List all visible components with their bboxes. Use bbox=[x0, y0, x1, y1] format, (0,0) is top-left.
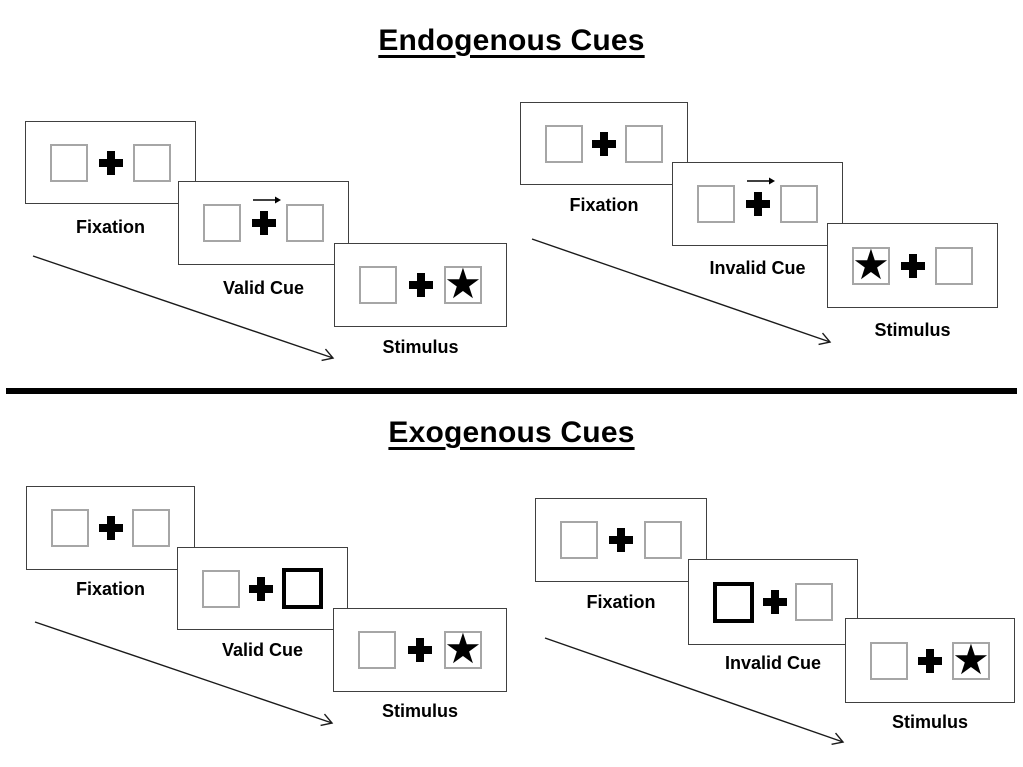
frame-label: Valid Cue bbox=[221, 640, 304, 660]
fixation-panel bbox=[26, 486, 195, 570]
star-icon: ★ bbox=[952, 634, 990, 684]
fixation-cross-icon bbox=[98, 516, 123, 540]
right-box bbox=[935, 246, 973, 285]
cue-panel bbox=[672, 162, 843, 246]
fixation-cross-icon bbox=[918, 648, 942, 673]
right-box: ★ bbox=[952, 634, 990, 684]
fixation-panel bbox=[520, 102, 688, 185]
fixation-cross-icon bbox=[408, 638, 432, 662]
frame-label: Fixation bbox=[75, 579, 145, 599]
left-box bbox=[50, 143, 88, 182]
timeline-arrow bbox=[34, 621, 334, 727]
cue-panel bbox=[178, 181, 349, 265]
right-box: ★ bbox=[444, 259, 482, 308]
frame-label: Valid Cue bbox=[222, 278, 305, 298]
stimulus-panel: ★ bbox=[827, 223, 998, 308]
frame-label: Fixation bbox=[569, 195, 639, 215]
fixation-cross-icon bbox=[251, 196, 281, 235]
frame-label: Stimulus bbox=[381, 701, 458, 721]
frame-label: Stimulus bbox=[382, 337, 459, 357]
stimulus-panel: ★ bbox=[334, 243, 507, 327]
left-box bbox=[359, 266, 397, 304]
left-box bbox=[545, 124, 583, 163]
cue-highlight-box bbox=[713, 581, 754, 623]
right-box bbox=[644, 521, 682, 559]
cue-panel bbox=[688, 559, 858, 645]
left-box bbox=[358, 631, 396, 669]
right-box bbox=[780, 185, 818, 223]
fixation-cross-icon bbox=[408, 273, 433, 297]
fixation-panel bbox=[535, 498, 707, 582]
section-title-endogenous: Endogenous Cues bbox=[378, 24, 645, 57]
frame-label: Invalid Cue bbox=[709, 258, 806, 278]
timeline-arrow bbox=[544, 637, 845, 746]
left-box bbox=[51, 509, 89, 547]
right-box bbox=[625, 124, 663, 163]
left-box bbox=[697, 185, 735, 223]
timeline-arrow bbox=[531, 238, 832, 346]
fixation-cross-icon bbox=[98, 150, 123, 175]
left-box bbox=[560, 521, 598, 559]
right-box bbox=[132, 509, 170, 547]
right-box: ★ bbox=[444, 624, 482, 673]
frame-label: Fixation bbox=[75, 217, 145, 237]
left-box bbox=[870, 641, 908, 680]
cue-highlight-box bbox=[282, 568, 323, 609]
section-title-exogenous: Exogenous Cues bbox=[388, 416, 635, 449]
section-divider-line bbox=[6, 388, 1017, 394]
cue-panel bbox=[177, 547, 348, 630]
star-icon: ★ bbox=[444, 259, 482, 308]
stimulus-panel: ★ bbox=[333, 608, 507, 692]
frame-label: Stimulus bbox=[874, 320, 951, 340]
fixation-cross-icon bbox=[762, 590, 787, 614]
fixation-cross-icon bbox=[745, 177, 775, 216]
right-box bbox=[286, 204, 324, 242]
cue-arrow-icon bbox=[746, 177, 775, 185]
left-box bbox=[203, 204, 241, 242]
cue-arrow-icon bbox=[252, 196, 281, 204]
fixation-cross-icon bbox=[249, 576, 273, 601]
right-box bbox=[795, 583, 833, 621]
star-icon: ★ bbox=[852, 239, 890, 289]
stimulus-panel: ★ bbox=[845, 618, 1015, 703]
left-box bbox=[202, 569, 240, 608]
timeline-arrow bbox=[32, 255, 335, 362]
fixation-cross-icon bbox=[592, 131, 616, 156]
right-box bbox=[133, 143, 171, 182]
star-icon: ★ bbox=[444, 624, 482, 673]
frame-label: Invalid Cue bbox=[724, 653, 822, 673]
fixation-cross-icon bbox=[609, 528, 633, 552]
left-box: ★ bbox=[852, 239, 890, 289]
frame-label: Fixation bbox=[586, 592, 656, 612]
frame-label: Stimulus bbox=[891, 712, 968, 732]
fixation-cross-icon bbox=[900, 253, 925, 278]
fixation-panel bbox=[25, 121, 196, 204]
